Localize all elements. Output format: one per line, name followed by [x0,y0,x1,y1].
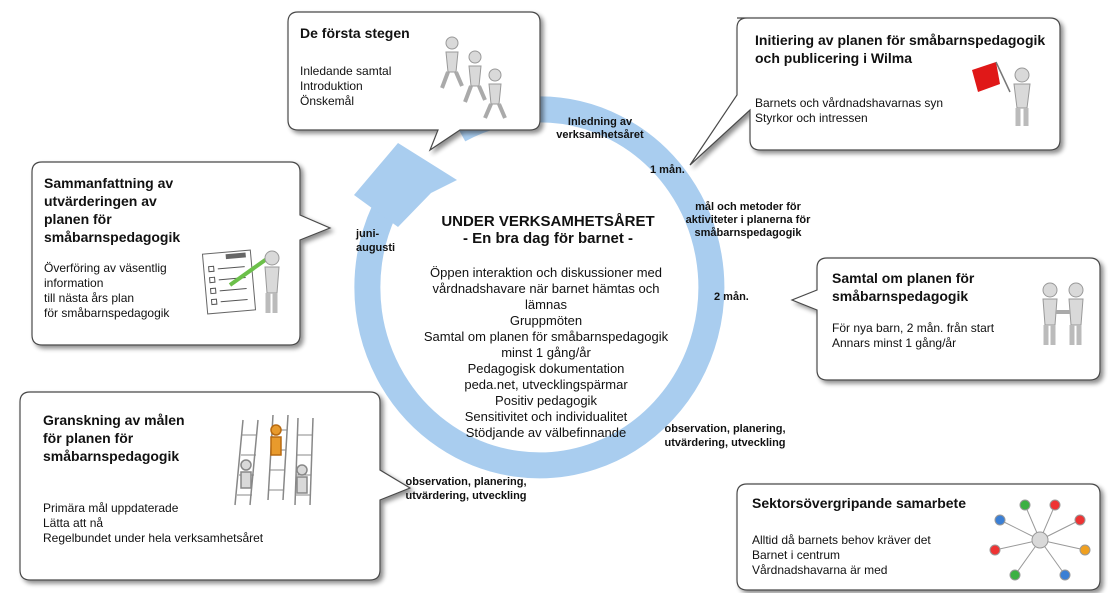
cross-sector-body-line: Alltid då barnets behov kräver det [752,533,931,547]
callout-talk-title: Samtal om planen för småbarnspedagogik [832,270,975,304]
cross-sector-body-line: Vårdnadshavarna är med [752,563,887,577]
callout-first-steps-title: De första stegen [300,25,410,41]
two-months-label-line: 2 mån. [714,291,749,303]
cycle-ring-arrow [354,96,725,479]
initiation-title-line: och publicering i Wilma [755,50,912,66]
flag-figure-illustration [972,61,1031,126]
label-summer: juni-augusti [355,228,395,254]
initiation-body-line: Styrkor och intressen [755,111,868,125]
cross-sector-body-line: Barnet i centrum [752,548,840,562]
label-two-months: 2 mån. [714,291,749,303]
center-item-line: minst 1 gång/år [501,345,591,360]
callout-summary: Sammanfattning av utvärderingen av planen … [31,161,332,346]
callout-initiation: Initiering av planen för småbarnspedagog… [689,17,1061,166]
first-steps-title-line: De första stegen [300,25,410,41]
center-title-line: - En bra dag för barnet - [463,230,633,247]
checklist-figure-illustration [201,249,280,315]
observation-left-label-line: utvärdering, utveckling [405,490,526,502]
callout-review-title: Granskning av målen för planen för småbarn… [43,412,185,464]
observation-right-label-line: utvärdering, utveckling [664,437,785,449]
observation-right-label-line: observation, planering, [664,423,785,435]
running-figures-illustration [440,36,507,119]
center-item-line: vårdnadshavare när barnet hämtas och [433,281,660,296]
callout-review: Granskning av målen för planen för småbarn… [19,391,412,581]
callout-summary-title: Sammanfattning av utvärderingen av planen … [44,175,180,245]
start-label-line: verksamhetsåret [556,129,644,141]
cross-sector-title-line: Sektorsövergripande samarbete [752,495,966,511]
talk-title-line: småbarnspedagogik [832,288,968,304]
first-steps-body-line: Inledande samtal [300,64,391,78]
handshake-illustration [1042,282,1084,345]
methods-label-line: småbarnspedagogik [695,227,803,239]
talk-title-line: Samtal om planen för [832,270,975,286]
callout-cross-sector-title: Sektorsövergripande samarbete [752,495,966,511]
initiation-body-line: Barnets och vårdnadshavarnas syn [755,96,943,110]
center-item-line: Positiv pedagogik [495,393,597,408]
review-title-line: Granskning av målen [43,412,185,428]
summary-body-line: för småbarnspedagogik [44,306,170,320]
summary-body-line: Överföring av väsentlig [44,261,167,275]
first-steps-body-line: Önskemål [300,94,354,108]
summary-body-line: till nästa års plan [44,291,134,305]
center-item-line: peda.net, utvecklingspärmar [464,377,628,392]
review-title-line: för planen för [43,430,134,446]
summary-title-line: utvärderingen av [44,193,157,209]
center-item-line: Öppen interaktion och diskussioner med [430,265,662,280]
center-item-line: lämnas [525,297,567,312]
center-item-line: Stödjande av välbefinnande [466,425,626,440]
methods-label-line: mål och metoder för [695,201,801,213]
center-item-line: Sensitivitet och individualitet [465,409,628,424]
initiation-title-line: Initiering av planen för småbarnspedagog… [755,32,1045,48]
summary-body-line: information [44,276,103,290]
review-body-line: Lätta att nå [43,516,103,530]
review-body-line: Regelbundet under hela verksamhetsåret [43,531,264,545]
center-title-line: UNDER VERKSAMHETSÅRET [441,213,654,230]
ladders-illustration [234,414,314,506]
label-one-month: 1 mån. [650,164,685,176]
start-label-line: Inledning av [568,116,633,128]
callout-initiation-title: Initiering av planen för småbarnspedagog… [755,32,1045,66]
review-body-line: Primära mål uppdaterade [43,501,179,515]
observation-left-label-line: observation, planering, [405,476,526,488]
summer-label-line: juni- [355,228,380,240]
label-observation-left: observation, planering, utvärdering, utve… [405,476,526,502]
summary-title-line: Sammanfattning av [44,175,173,191]
center-title: UNDER VERKSAMHETSÅRET- En bra dag för ba… [441,213,654,247]
summary-title-line: småbarnspedagogik [44,229,180,245]
network-illustration [989,499,1091,581]
center-item-line: Gruppmöten [510,313,582,328]
talk-body-line: Annars minst 1 gång/år [832,336,956,350]
callout-talk: Samtal om planen för småbarnspedagogik Fö… [790,257,1101,381]
review-title-line: småbarnspedagogik [43,448,179,464]
summer-label-line: augusti [356,242,395,254]
center-item-line: Pedagogisk dokumentation [468,361,625,376]
center-item-line: Samtal om planen för småbarnspedagogik [424,329,669,344]
talk-body-line: För nya barn, 2 mån. från start [832,321,995,335]
label-observation-right: observation, planering, utvärdering, utve… [664,423,785,449]
first-steps-body-line: Introduktion [300,79,363,93]
one-month-label-line: 1 mån. [650,164,685,176]
summary-title-line: planen för [44,211,112,227]
methods-label-line: aktiviteter i planerna för [686,214,811,226]
callout-cross-sector: Sektorsövergripande samarbete Alltid då … [736,483,1101,591]
